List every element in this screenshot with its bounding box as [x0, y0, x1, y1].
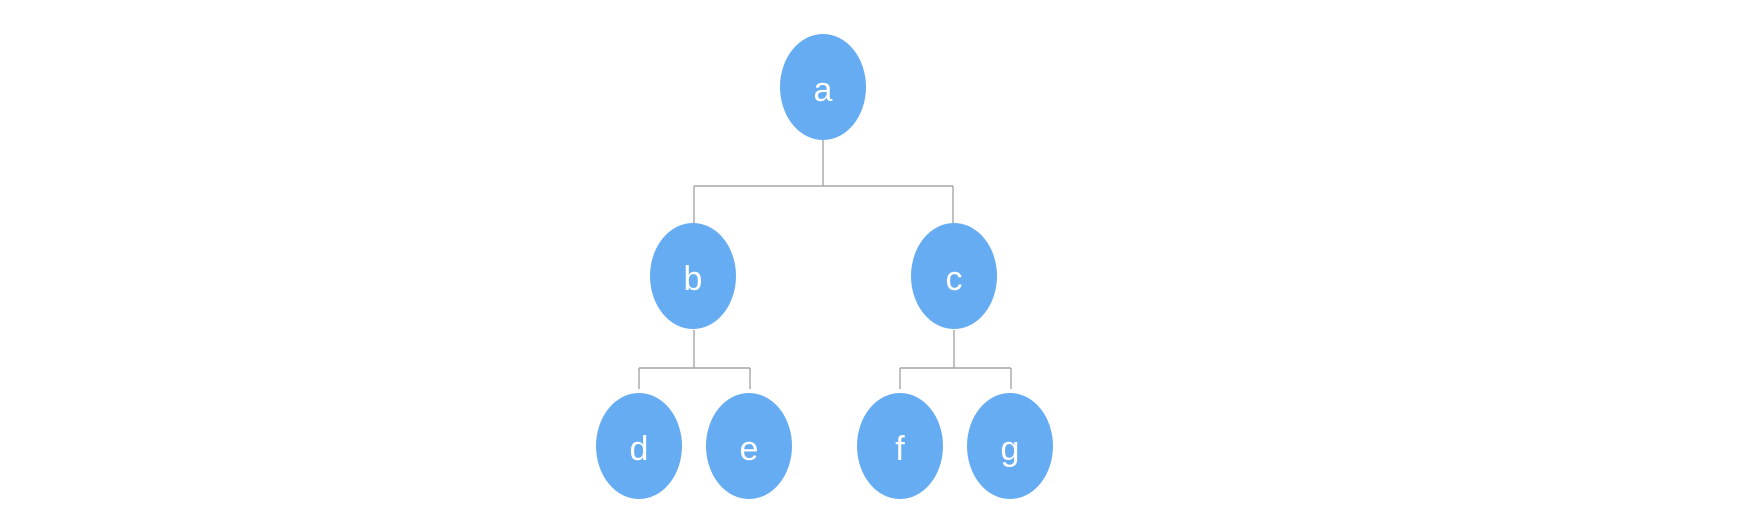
tree-node-a: a	[780, 34, 866, 140]
node-ellipse	[706, 393, 792, 499]
connectors	[638, 140, 1012, 389]
node-label: a	[814, 71, 833, 109]
node-label: c	[946, 260, 963, 298]
node-ellipse	[596, 393, 682, 499]
connector-c-to-children	[899, 330, 1012, 389]
tree-node-d: d	[596, 393, 682, 499]
tree-node-b: b	[650, 223, 736, 329]
tree-node-e: e	[706, 393, 792, 499]
connector-a-to-children	[693, 140, 954, 223]
node-label: f	[895, 430, 905, 468]
node-label: d	[630, 430, 649, 468]
tree-node-g: g	[967, 393, 1053, 499]
node-label: b	[684, 260, 703, 298]
node-ellipse	[650, 223, 736, 329]
connector-b-to-children	[638, 330, 751, 389]
node-ellipse	[780, 34, 866, 140]
node-ellipse	[967, 393, 1053, 499]
tree-node-c: c	[911, 223, 997, 329]
tree-node-f: f	[857, 393, 943, 499]
node-ellipse	[911, 223, 997, 329]
node-label: e	[740, 430, 759, 468]
node-ellipse	[857, 393, 943, 499]
node-label: g	[1001, 430, 1020, 468]
